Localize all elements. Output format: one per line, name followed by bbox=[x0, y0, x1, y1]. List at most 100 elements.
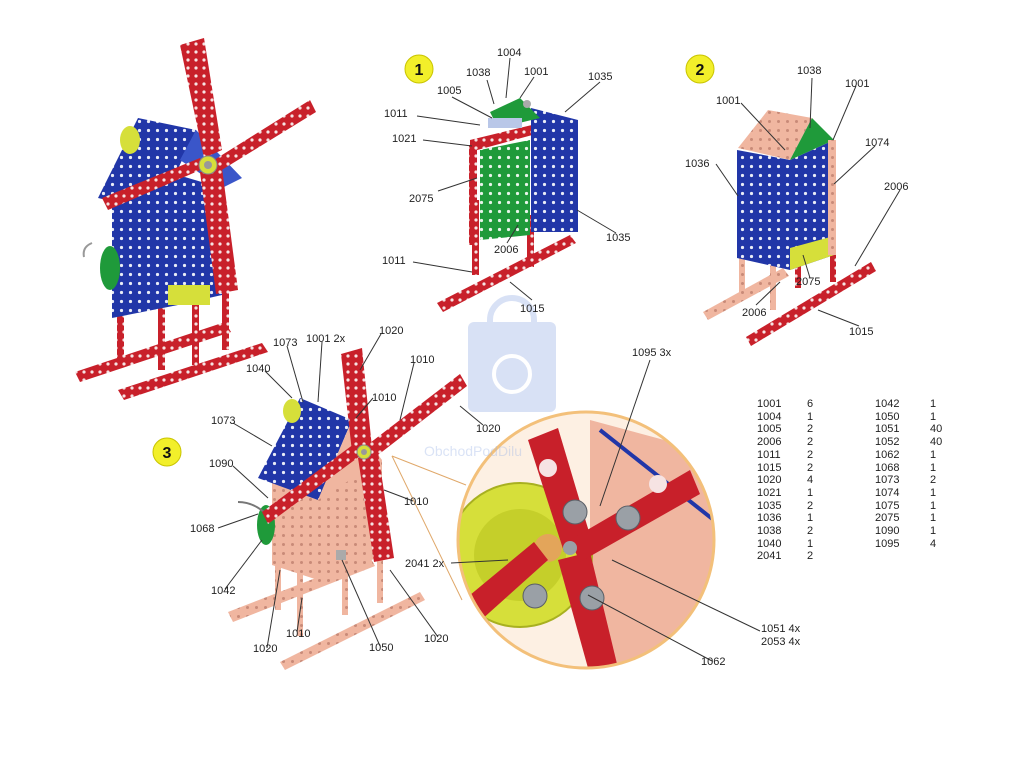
part-code: 1021 bbox=[757, 486, 782, 499]
label-step2-1001-left: 1001 bbox=[716, 95, 740, 107]
label-step1-1005: 1005 bbox=[437, 85, 461, 97]
label-step2-2075: 2075 bbox=[796, 276, 820, 288]
part-qty: 1 bbox=[807, 410, 814, 423]
part-qty: 1 bbox=[930, 448, 937, 461]
label-step3-1020-bottom-left: 1020 bbox=[253, 643, 277, 655]
hub-detail-inset bbox=[391, 410, 716, 670]
part-code: 1001 bbox=[757, 398, 782, 410]
part-qty: 40 bbox=[930, 423, 943, 436]
part-qty: 1 bbox=[807, 537, 814, 550]
step-3-illustration bbox=[228, 348, 467, 670]
label-step2-1036: 1036 bbox=[685, 158, 709, 170]
leader-lines bbox=[217, 57, 901, 662]
part-code bbox=[875, 550, 930, 563]
part-code: 1075 bbox=[875, 499, 900, 512]
label-step1-1004: 1004 bbox=[497, 47, 521, 59]
part-qty: 2 bbox=[807, 499, 814, 512]
part-code: 1062 bbox=[875, 448, 900, 461]
label-step3-1010-bottom: 1010 bbox=[286, 628, 310, 640]
label-step2-2006-left: 2006 bbox=[742, 307, 766, 319]
part-code: 1095 bbox=[875, 537, 900, 550]
part-qty: 1 bbox=[930, 398, 937, 410]
label-step3-1040: 1040 bbox=[246, 363, 270, 375]
part-qty: 2 bbox=[807, 550, 814, 563]
part-qty: 1 bbox=[930, 410, 937, 423]
label-step3-1020-right: 1020 bbox=[476, 423, 500, 435]
step-2-badge: 2 bbox=[685, 54, 715, 84]
part-code: 1015 bbox=[757, 461, 782, 474]
watermark: ObchodPodDilu bbox=[424, 295, 556, 459]
step-1-illustration bbox=[437, 98, 578, 312]
part-qty: 1 bbox=[930, 512, 937, 525]
part-code: 1051 bbox=[875, 423, 900, 436]
inset-labels: 1095 3x 1051 4x 2053 4x 1062 bbox=[632, 347, 801, 668]
label-step3-2041-2x: 2041 2x bbox=[405, 558, 445, 570]
part-code: 1042 bbox=[875, 398, 900, 410]
step-2-illustration bbox=[703, 110, 876, 346]
step-1-number: 1 bbox=[415, 62, 424, 79]
part-qty: 1 bbox=[807, 486, 814, 499]
label-step1-1001: 1001 bbox=[524, 66, 548, 78]
part-code: 1035 bbox=[757, 499, 782, 512]
watermark-text: ObchodPodDilu bbox=[424, 443, 522, 459]
label-inset-2053-4x: 2053 4x bbox=[761, 636, 801, 648]
part-code: 2075 bbox=[875, 512, 900, 525]
part-qty: 2 bbox=[930, 474, 937, 487]
parts-row: 2041 2 bbox=[757, 550, 960, 563]
part-code: 1004 bbox=[757, 410, 782, 423]
label-step2-1038: 1038 bbox=[797, 65, 821, 77]
part-code: 1038 bbox=[757, 525, 782, 538]
step-3-badge: 3 bbox=[152, 437, 182, 467]
parts-row: 1001 6 1042 1 bbox=[757, 398, 960, 411]
label-inset-1062: 1062 bbox=[701, 656, 725, 668]
label-step3-1090: 1090 bbox=[209, 458, 233, 470]
label-step3-1020-bottom-right: 1020 bbox=[424, 633, 448, 645]
label-step3-1001-2x: 1001 2x bbox=[306, 333, 346, 345]
part-qty: 1 bbox=[930, 461, 937, 474]
label-step1-1038: 1038 bbox=[466, 67, 490, 79]
part-code: 1074 bbox=[875, 486, 900, 499]
part-code: 1020 bbox=[757, 474, 782, 487]
label-step3-1010-mid: 1010 bbox=[372, 392, 396, 404]
step-1-labels: 1004 1038 1001 1005 1035 1011 1021 2075 … bbox=[382, 47, 630, 315]
part-code: 1040 bbox=[757, 537, 782, 550]
part-code: 2041 bbox=[757, 550, 782, 563]
part-code: 1036 bbox=[757, 512, 782, 525]
part-code: 2006 bbox=[757, 436, 782, 449]
label-step3-1020-top: 1020 bbox=[379, 325, 403, 337]
step-2-number: 2 bbox=[696, 62, 705, 79]
part-code: 1052 bbox=[875, 436, 900, 449]
step-2-labels: 1038 1001 1001 1074 1036 2006 2075 2006 … bbox=[685, 65, 908, 338]
label-step1-1011-top: 1011 bbox=[384, 108, 408, 120]
part-qty: 40 bbox=[930, 436, 943, 449]
label-step1-2075: 2075 bbox=[409, 193, 433, 205]
label-step2-2006-right: 2006 bbox=[884, 181, 908, 193]
part-qty: 6 bbox=[807, 398, 814, 410]
label-step2-1015: 1015 bbox=[849, 326, 873, 338]
label-inset-1051-4x: 1051 4x bbox=[761, 623, 801, 635]
label-step3-1050: 1050 bbox=[369, 642, 393, 654]
label-step3-1068: 1068 bbox=[190, 523, 214, 535]
part-qty: 2 bbox=[807, 436, 814, 449]
label-step3-1073-left: 1073 bbox=[211, 415, 235, 427]
label-step1-1011-bottom: 1011 bbox=[382, 255, 406, 267]
windmill-main-illustration bbox=[75, 38, 316, 400]
label-step1-1015: 1015 bbox=[520, 303, 544, 315]
part-qty bbox=[930, 550, 960, 563]
label-step1-1035-top: 1035 bbox=[588, 71, 612, 83]
label-step3-1010-right: 1010 bbox=[404, 496, 428, 508]
label-step1-1035-bottom: 1035 bbox=[606, 232, 630, 244]
label-step2-1001-right: 1001 bbox=[845, 78, 869, 90]
part-qty: 1 bbox=[930, 525, 937, 538]
part-qty: 2 bbox=[807, 423, 814, 436]
part-code: 1073 bbox=[875, 474, 900, 487]
parts-row: 2006 2 1052 40 bbox=[757, 436, 960, 449]
